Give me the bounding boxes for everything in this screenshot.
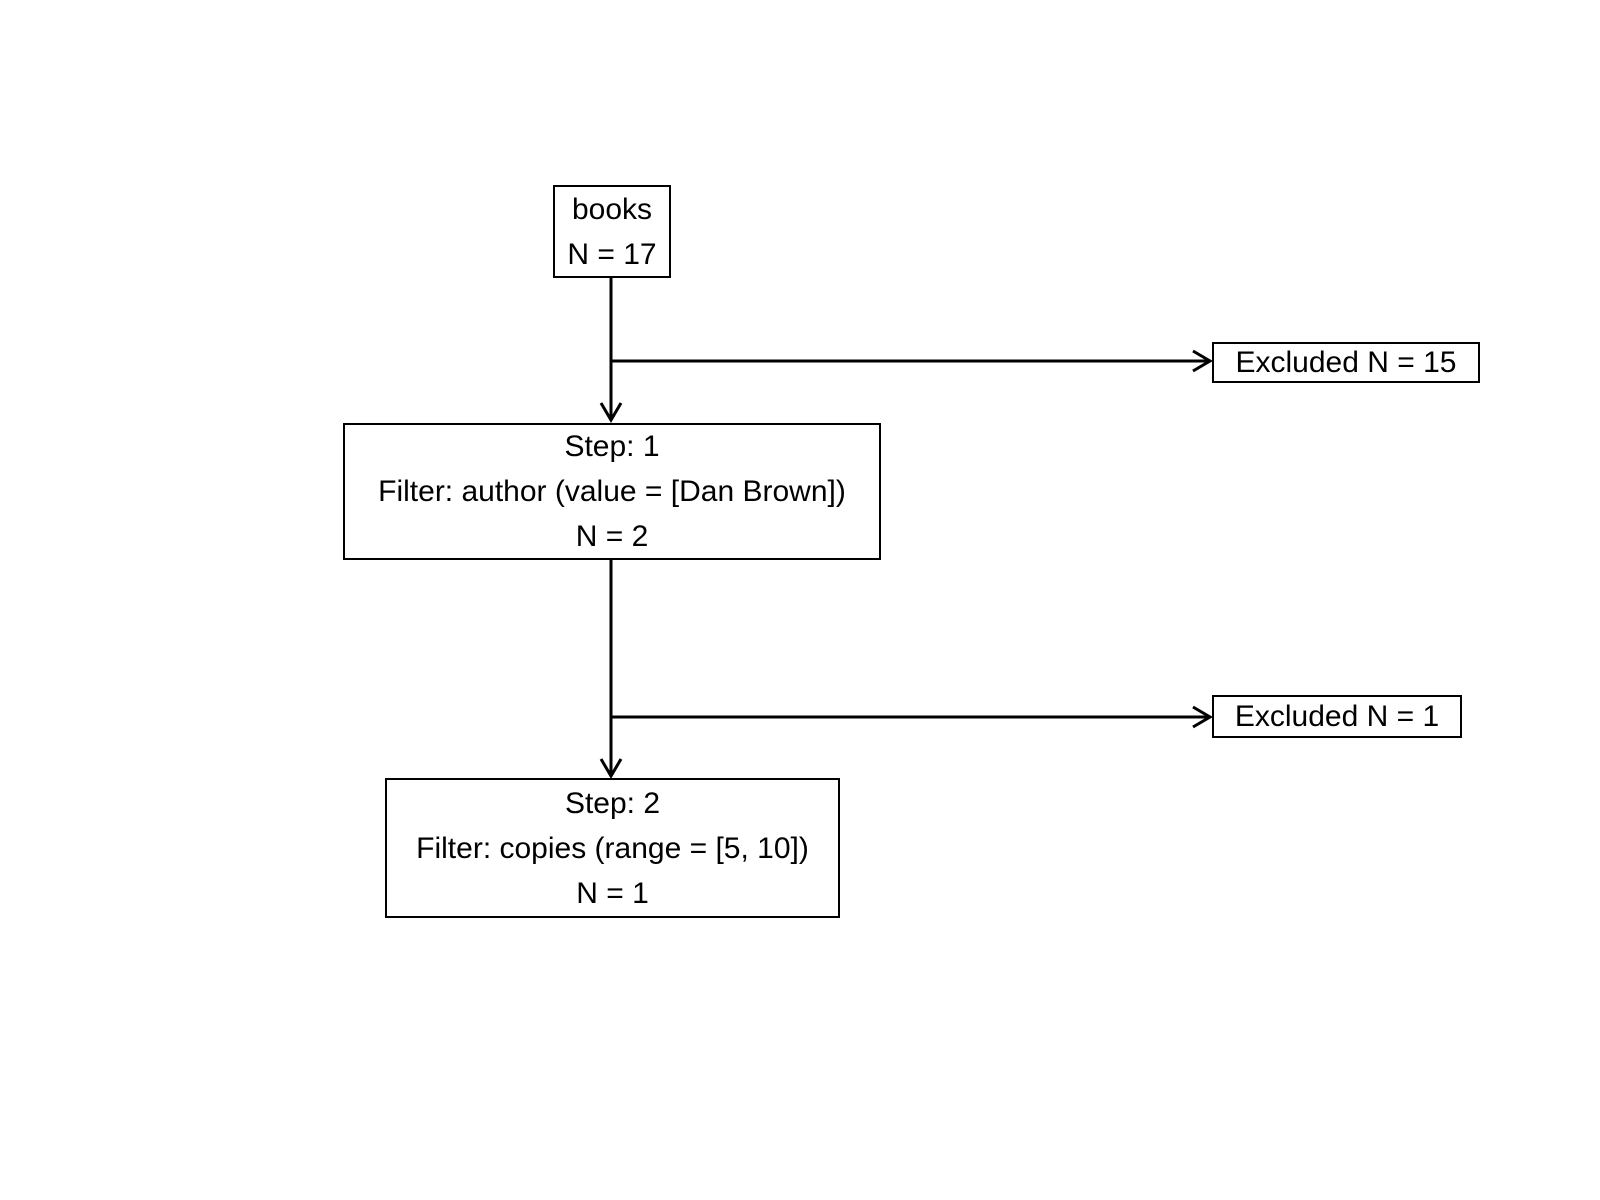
excluded-1-label: Excluded N = 15	[1235, 345, 1457, 379]
arrow-step1-to-step2-head-icon	[599, 758, 623, 779]
step-2-node: Step: 2 Filter: copies (range = [5, 10])…	[385, 778, 840, 918]
step-1-title: Step: 1	[564, 430, 660, 463]
step-2-title: Step: 2	[564, 786, 661, 820]
connector-group	[599, 278, 1213, 779]
excluded-2-label: Excluded N = 1	[1234, 699, 1440, 733]
step-2-count: N = 1	[576, 876, 649, 910]
step-1-count: N = 2	[575, 520, 649, 553]
excluded-1-node: Excluded N = 15	[1212, 342, 1480, 383]
arrow-step1-to-excluded1-head-icon	[1192, 349, 1213, 373]
source-count: N = 17	[567, 237, 657, 271]
step-2-filter: Filter: copies (range = [5, 10])	[416, 831, 809, 865]
arrow-source-to-step1-head-icon	[599, 402, 623, 423]
excluded-2-node: Excluded N = 1	[1212, 695, 1462, 738]
step-1-filter: Filter: author (value = [Dan Brown])	[378, 475, 846, 508]
arrow-step2-to-excluded2-head-icon	[1192, 705, 1213, 729]
step-1-node: Step: 1 Filter: author (value = [Dan Bro…	[343, 423, 881, 560]
source-node: books N = 17	[553, 185, 671, 278]
source-label: books	[571, 192, 653, 226]
